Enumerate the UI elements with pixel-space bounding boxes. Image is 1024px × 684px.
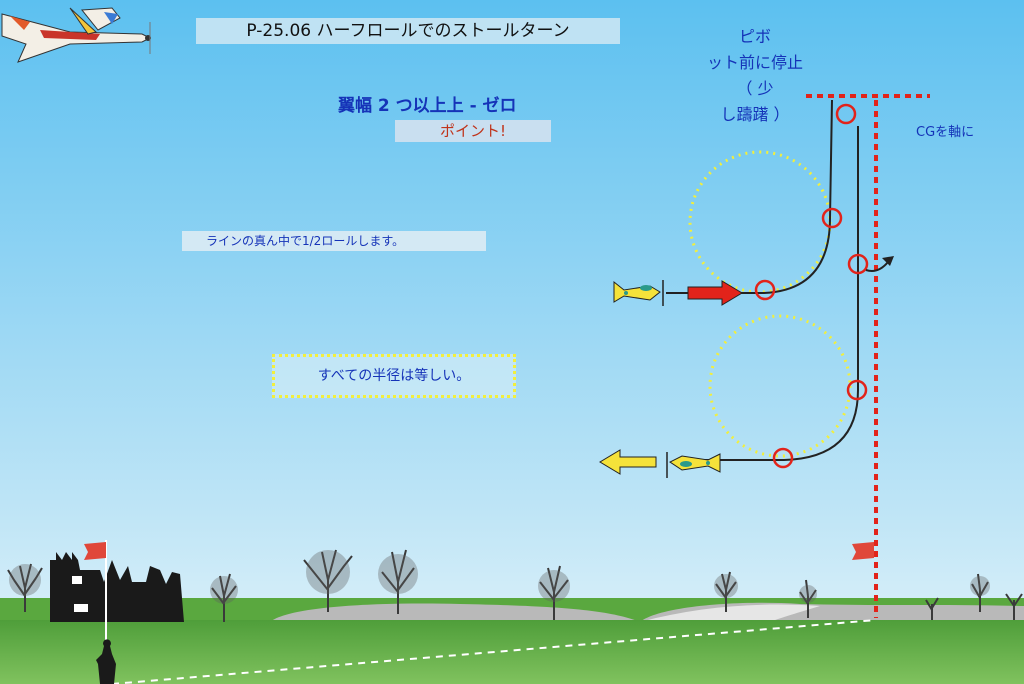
half-roll-note: ラインの真ん中で1/2ロールします。 <box>182 231 486 251</box>
tree-foliage <box>9 550 990 604</box>
near-grass <box>0 620 1024 684</box>
path-markers <box>754 103 869 469</box>
yellow-arrow-left-icon <box>599 449 657 475</box>
tree <box>7 549 1023 622</box>
red-arrow-right-icon <box>687 280 743 306</box>
white-hill <box>640 604 820 622</box>
cg-axis-note: CGを軸に <box>916 125 975 140</box>
marker-quarter-up <box>821 207 843 229</box>
pivot-note-line: し躊躇 ） <box>720 105 790 124</box>
castle-windows <box>72 576 88 612</box>
pivot-note-line: （ 少 <box>736 79 774 98</box>
pivot-note-line: ピボ <box>738 27 771 46</box>
marker-pivot <box>835 103 857 125</box>
yellow-plane-icon <box>666 452 721 478</box>
page-title: P-25.06 ハーフロールでのストールターン <box>196 18 620 44</box>
red-flag-icon <box>852 542 874 560</box>
curved-arrow-head <box>882 256 894 266</box>
pivot-note-line: ット前に停止 <box>706 53 803 72</box>
sight-line <box>111 619 877 684</box>
marker-quarter-down <box>846 379 868 401</box>
red-flag-icon <box>84 542 106 560</box>
point-note: ポイント! <box>395 120 551 142</box>
curved-arrow-icon <box>865 261 889 272</box>
marker-entry <box>754 279 776 301</box>
marker-half-roll <box>847 253 869 275</box>
gray-hills <box>270 602 1024 622</box>
wing-span-note: 翼幅 2 つ以上上 - ゼロ <box>338 96 517 116</box>
pivot-note: ピボ ット前に停止 （ 少 し躊躇 ） <box>688 24 822 128</box>
pilot-silhouette-icon <box>96 639 116 684</box>
aerobatic-plane-icon <box>1 7 152 63</box>
equal-radii-note: すべての半径は等しい。 <box>272 354 516 398</box>
yellow-plane-icon <box>613 280 664 306</box>
marker-exit <box>772 447 794 469</box>
